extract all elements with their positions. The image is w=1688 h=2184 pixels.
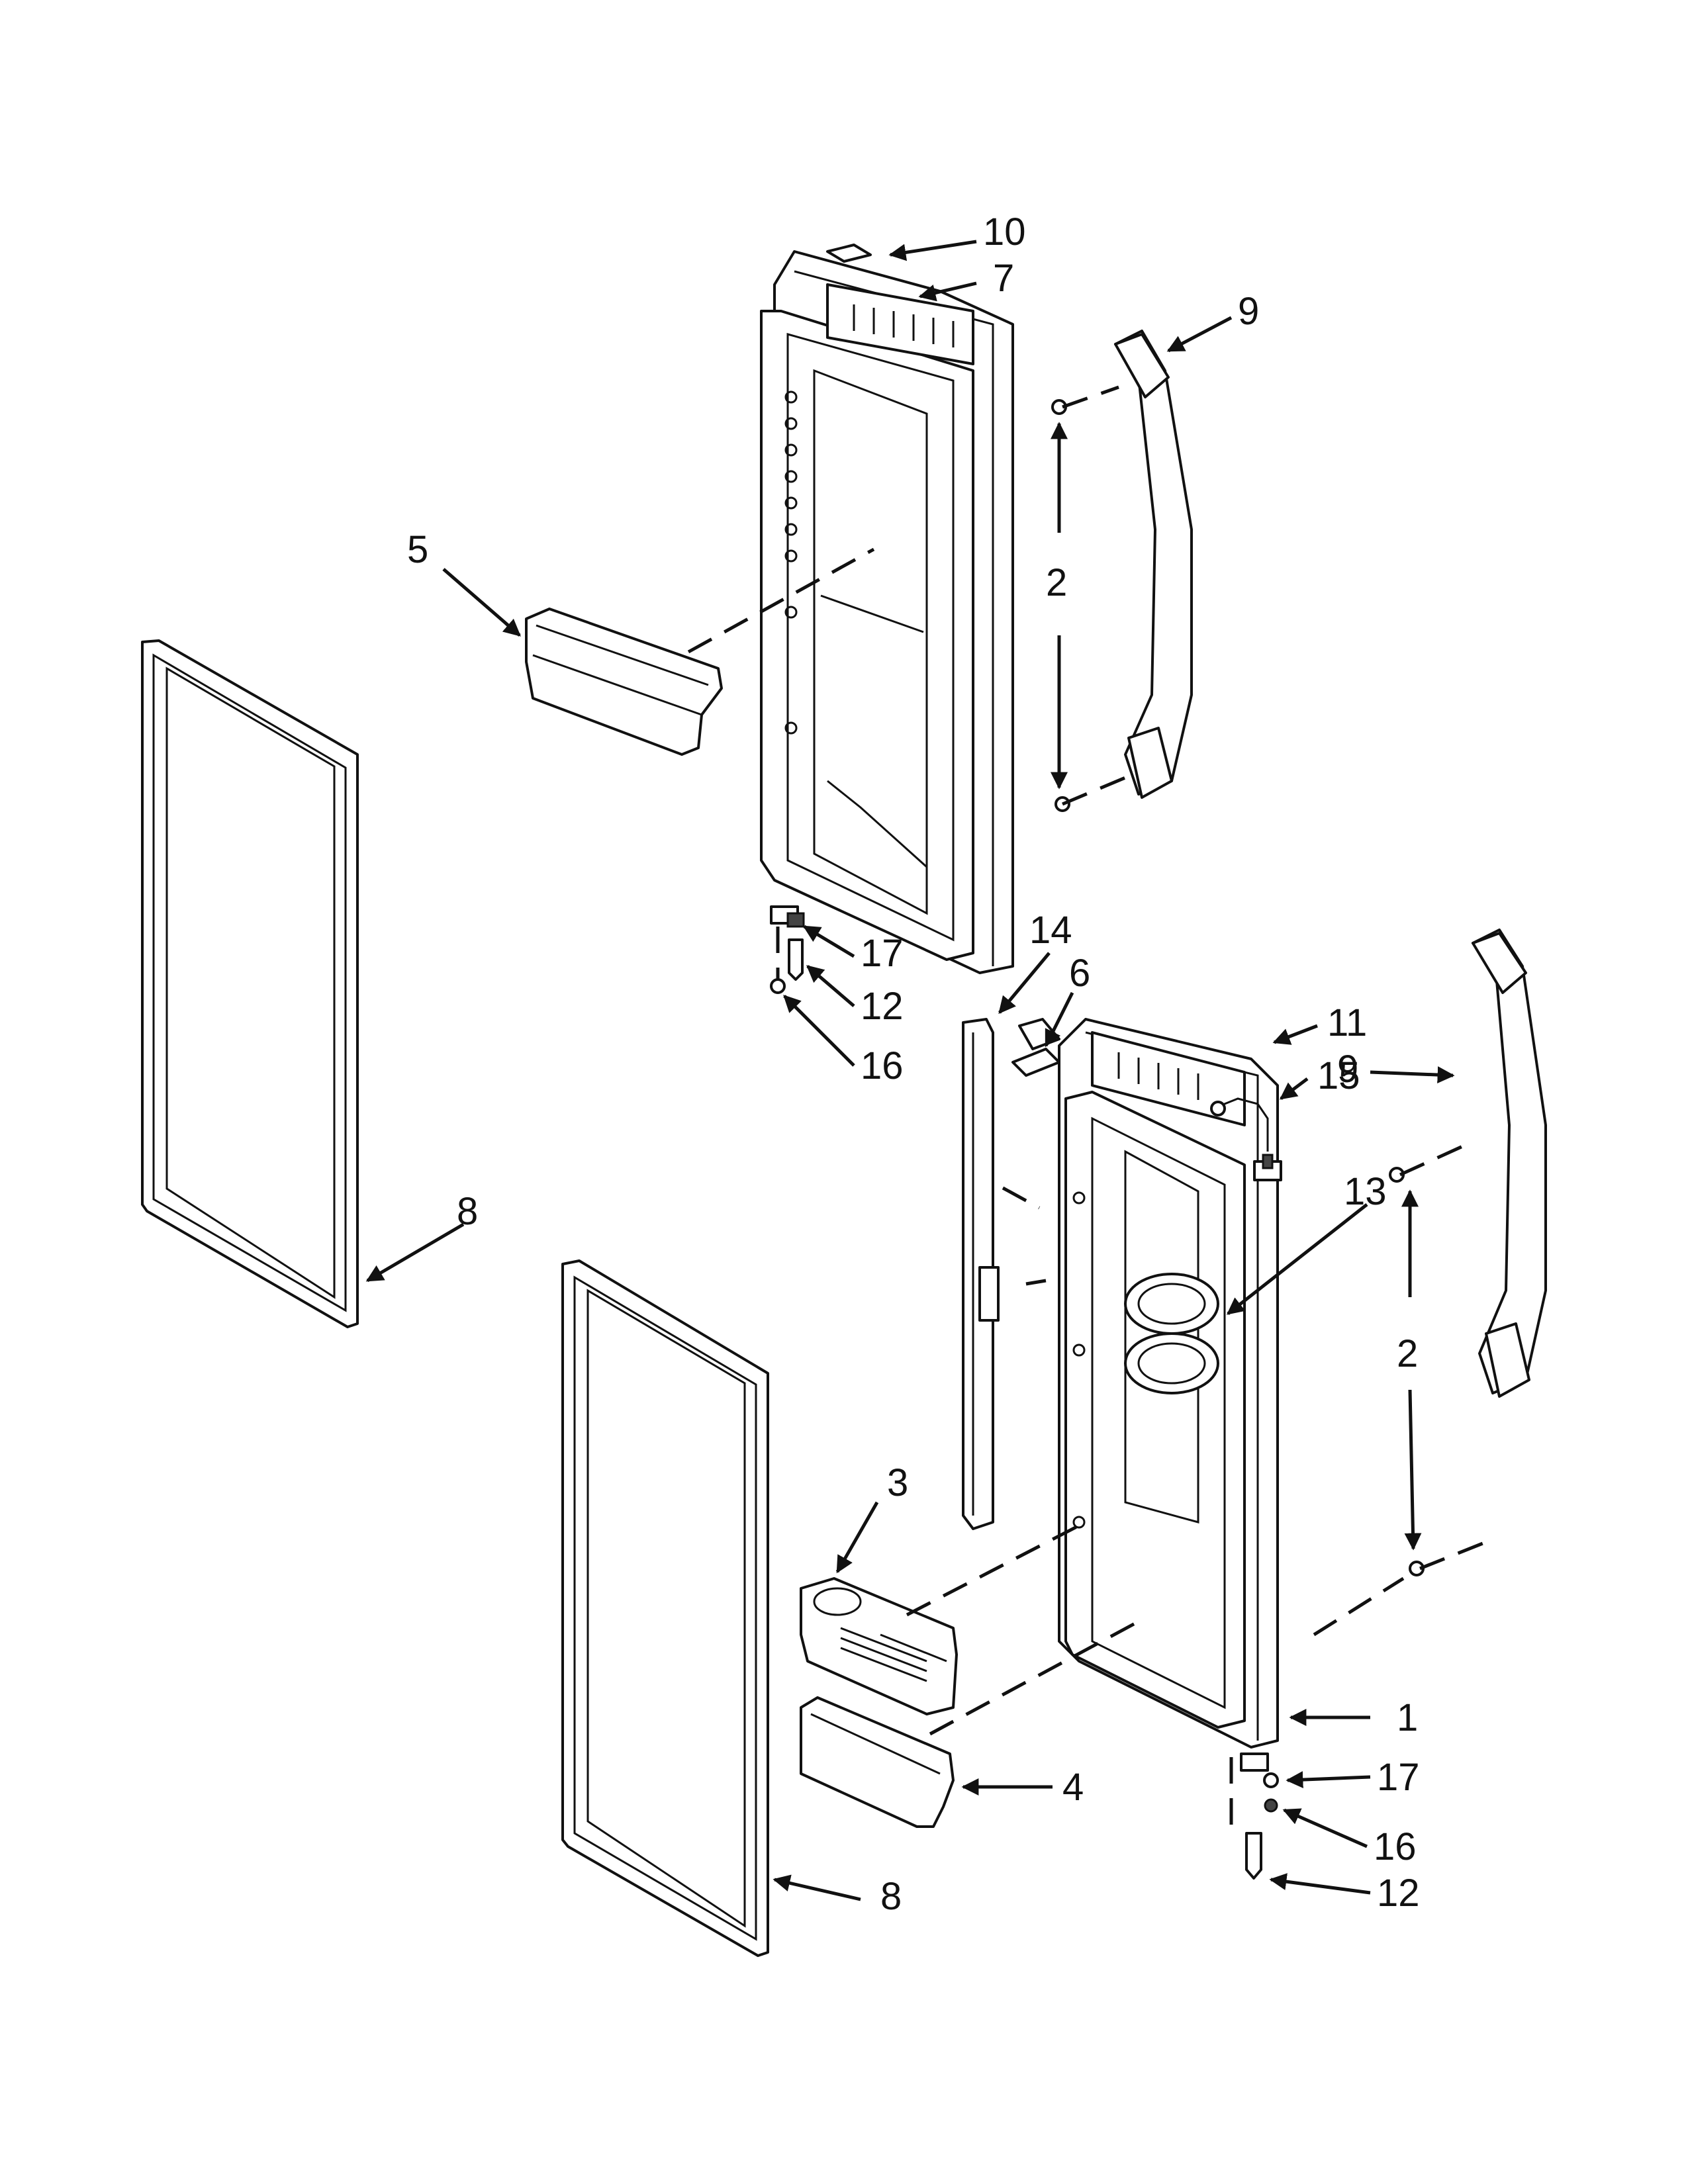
- callout-17-lower: 17: [1377, 1756, 1420, 1799]
- door-bin-5: [525, 608, 723, 756]
- callout-17-upper: 17: [861, 932, 904, 975]
- callout-3: 3: [887, 1461, 908, 1504]
- door-gasket-upper: [141, 639, 359, 1328]
- callout-8-upper: 8: [457, 1190, 478, 1233]
- callout-11: 11: [1327, 1001, 1367, 1044]
- door-handle-lower: [1389, 929, 1547, 1576]
- callout-9-lower: 9: [1337, 1048, 1358, 1091]
- door-bin-3: [800, 1577, 958, 1715]
- callout-2-upper: 2: [1046, 561, 1067, 604]
- door-mullion-strip-14: [962, 1018, 1000, 1530]
- callout-12-upper: 12: [861, 985, 904, 1028]
- hinge-cap-10: [826, 244, 872, 263]
- door-gasket-lower: [561, 1259, 769, 1957]
- callout-15: 15: [1317, 1054, 1360, 1097]
- callout-14: 14: [1029, 909, 1072, 952]
- callout-leaders: [365, 240, 1455, 1901]
- callout-9-upper: 9: [1238, 290, 1259, 333]
- callout-5: 5: [407, 528, 428, 571]
- callout-10: 10: [983, 210, 1026, 253]
- callout-12-lower: 12: [1377, 1872, 1420, 1915]
- callout-13: 13: [1344, 1170, 1387, 1213]
- callout-labels: 10 7 9 2 5 17 12 16 14 6 11 15 9 13 2 8 …: [407, 210, 1420, 1918]
- top-door-hinge-hardware: [770, 912, 805, 994]
- upper-door-assembly: [760, 250, 1014, 974]
- lower-door-assembly: [1058, 1018, 1282, 1749]
- bottom-door-hinge-hardware: [1240, 1752, 1279, 1880]
- door-handle-upper: [1051, 330, 1193, 812]
- door-bin-4: [800, 1696, 955, 1828]
- callout-7: 7: [993, 257, 1014, 300]
- screw-6: [1011, 1048, 1060, 1077]
- callout-4: 4: [1062, 1766, 1084, 1809]
- callout-6: 6: [1069, 952, 1090, 995]
- water-tube-11: [1210, 1097, 1274, 1169]
- assembly-guide-lines: [687, 385, 1487, 1833]
- callout-2-lower: 2: [1397, 1332, 1418, 1375]
- callout-1: 1: [1397, 1696, 1418, 1739]
- callout-8-lower: 8: [880, 1875, 902, 1918]
- callout-16-upper: 16: [861, 1044, 904, 1087]
- callout-16-lower: 16: [1374, 1825, 1417, 1868]
